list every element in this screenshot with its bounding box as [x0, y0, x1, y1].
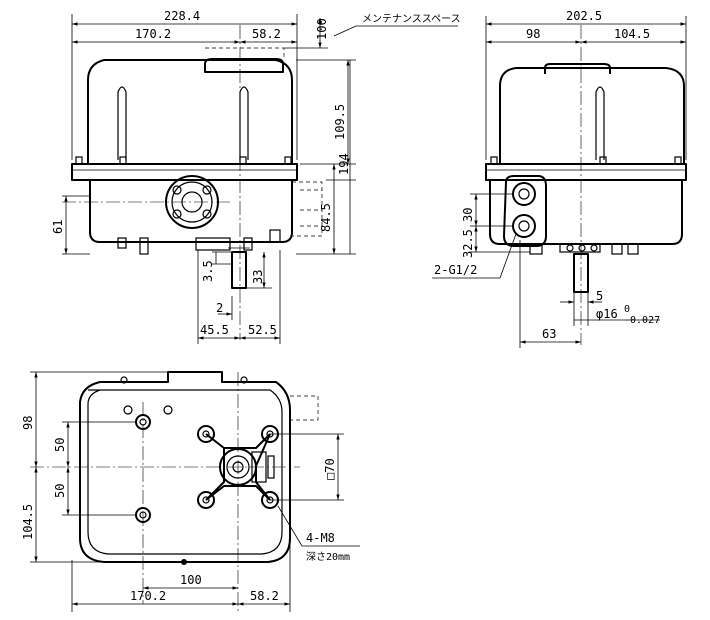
bottom-dim-width-right: 58.2 [250, 589, 279, 603]
dim-overall-width: 228.4 [164, 9, 200, 23]
dim-base-height: 84.5 [319, 203, 333, 232]
bottom-dim-depth-bottom: 104.5 [21, 504, 35, 540]
dim-shaft-key: 2 [216, 301, 223, 315]
side-cover-outline [499, 67, 685, 165]
maintenance-note: メンテナンススペース [362, 13, 461, 25]
port-lower [512, 214, 536, 238]
bottom-bolt-depth: 深さ20mm [306, 551, 350, 563]
dim-width-left: 170.2 [135, 27, 171, 41]
band-bolt [284, 156, 292, 165]
side-view: 202.5 98 104.5 30 32.5 2-G1/2 5 φ16 0 -0… [432, 9, 687, 348]
cover-handle [204, 58, 284, 73]
band-bolt [119, 156, 127, 165]
bottom-view: 98 104.5 50 50 □70 4-M8 深さ20mm 100 170.2… [21, 371, 360, 612]
side-dim-width-right: 104.5 [614, 27, 650, 41]
side-dim-port-height-b: 32.5 [461, 229, 475, 258]
flange-pattern [205, 433, 271, 501]
dim-offset-right: 52.5 [248, 323, 277, 337]
side-base-body [489, 180, 683, 245]
front-view: 228.4 170.2 58.2 100 メンテナンススペース 109.5 19… [51, 9, 461, 344]
bottom-dim-hole-pitch: 100 [180, 573, 202, 587]
dim-shaft-drop: 3.5 [201, 260, 215, 282]
flange-bolt-bl [197, 491, 215, 509]
side-dim-port-offset: 63 [542, 327, 556, 341]
side-port-label: 2-G1/2 [434, 263, 477, 277]
dim-shaft-length: 33 [251, 270, 265, 284]
side-port-block [503, 175, 547, 247]
side-cover-handle [544, 63, 611, 74]
bottom-terminal-hidden [290, 395, 319, 421]
bottom-bolt-spec: 4-M8 [306, 531, 335, 545]
side-dim-shaft-tol-upper: 0 [624, 304, 630, 315]
bottom-inner-outline [87, 389, 283, 555]
side-dim-overall-width: 202.5 [566, 9, 602, 23]
terminal-box-hidden [292, 181, 323, 237]
side-dim-key-width: 5 [596, 289, 603, 303]
bottom-outline [79, 371, 291, 563]
cover-rib-left [117, 86, 127, 160]
dim-maintenance-clearance: 100 [315, 18, 329, 40]
side-dim-shaft-tol-lower: -0.027 [624, 315, 660, 326]
dim-total-height: 194 [337, 153, 351, 175]
base-body [89, 180, 293, 243]
bottom-dim-depth-top: 98 [21, 416, 35, 430]
band-bolt [75, 156, 83, 165]
dim-cover-height: 109.5 [333, 104, 347, 140]
flange-bolt-tl [197, 425, 215, 443]
bottom-dim-width-left: 170.2 [130, 589, 166, 603]
side-flange-band [485, 163, 687, 181]
dim-offset-left: 45.5 [200, 323, 229, 337]
output-shaft [231, 251, 247, 289]
side-dim-port-height-a: 30 [461, 208, 475, 222]
bottom-dim-pitch-top: 50 [53, 438, 67, 452]
bottom-dim-pitch-bottom: 50 [53, 484, 67, 498]
band-bolt [239, 156, 247, 165]
dim-side-height: 61 [51, 220, 65, 234]
port-upper [512, 182, 536, 206]
side-dim-shaft-diameter: φ16 [596, 307, 618, 321]
side-dim-width-left: 98 [526, 27, 540, 41]
flange-band [71, 163, 298, 181]
dim-width-right: 58.2 [252, 27, 281, 41]
bottom-dim-flange-square: □70 [323, 458, 337, 480]
cover-rib-right [239, 86, 249, 160]
